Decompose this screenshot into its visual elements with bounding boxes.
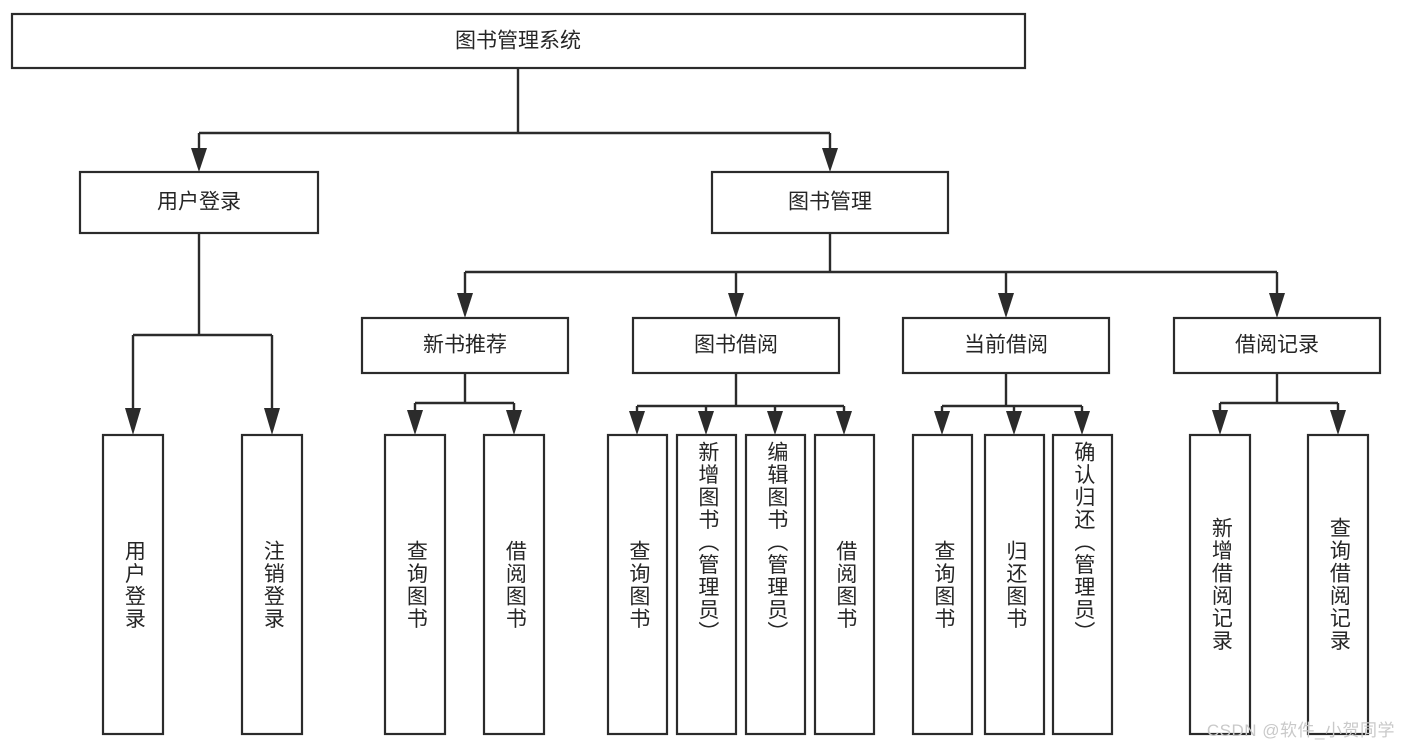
arrow-current-leaf-3 [1074, 411, 1090, 435]
arrow-current-leaf-1 [934, 411, 950, 435]
node-leaf-bb-add-book[interactable] [675, 433, 738, 736]
arrow-records-leaf-2 [1330, 410, 1346, 435]
label-new-book-recommend: 新书推荐 [423, 334, 507, 357]
arrow-root-to-book-mgmt [822, 148, 838, 172]
arrow-borrow-leaf-4 [836, 411, 852, 435]
node-leaf-rc-add-record[interactable] [1188, 433, 1252, 736]
node-leaf-cb-query-book[interactable] [911, 433, 974, 736]
label-book-management: 图书管理 [788, 191, 872, 214]
arrow-newbooks-leaf-1 [407, 410, 423, 435]
node-book-borrow[interactable] [631, 316, 841, 375]
node-leaf-nb-borrow-book[interactable] [482, 433, 546, 736]
arrow-bookmgmt-to-borrow [728, 293, 744, 318]
csdn-watermark: CSDN @软件_小贺同学 [1206, 721, 1395, 740]
node-layer [10, 12, 1382, 736]
horizontal-label-layer: 图书管理系统 用户登录 图书管理 新书推荐 图书借阅 当前借阅 借阅记录 [157, 30, 1319, 357]
label-borrow-records: 借阅记录 [1235, 334, 1319, 357]
arrow-current-leaf-2 [1006, 411, 1022, 435]
node-leaf-bb-borrow-book[interactable] [813, 433, 876, 736]
arrow-userlogin-leaf-2 [264, 408, 280, 435]
node-leaf-nb-query-book[interactable] [383, 433, 447, 736]
node-leaf-rc-query-record[interactable] [1306, 433, 1370, 736]
connector-layer [125, 68, 1346, 435]
arrow-borrow-leaf-1 [629, 411, 645, 435]
arrow-records-leaf-1 [1212, 410, 1228, 435]
arrow-newbooks-leaf-2 [506, 410, 522, 435]
label-current-borrow: 当前借阅 [964, 334, 1048, 357]
label-root: 图书管理系统 [455, 30, 581, 53]
arrow-bookmgmt-to-records [1269, 293, 1285, 318]
node-leaf-bb-query-book[interactable] [606, 433, 669, 736]
arrow-borrow-leaf-3 [767, 411, 783, 435]
arrow-bookmgmt-to-current [998, 293, 1014, 318]
arrow-root-to-user-login [191, 148, 207, 172]
node-book-management[interactable] [710, 170, 950, 235]
arrow-bookmgmt-to-new-books [457, 293, 473, 318]
node-leaf-cb-return-book[interactable] [983, 433, 1046, 736]
node-leaf-cb-confirm-return[interactable] [1051, 433, 1114, 736]
label-user-login: 用户登录 [157, 191, 241, 214]
node-user-login[interactable] [78, 170, 320, 235]
node-leaf-user-login[interactable] [101, 433, 165, 736]
node-leaf-bb-edit-book[interactable] [744, 433, 807, 736]
node-current-borrow[interactable] [901, 316, 1111, 375]
label-book-borrow: 图书借阅 [694, 334, 778, 357]
node-borrow-records[interactable] [1172, 316, 1382, 375]
node-root[interactable] [10, 12, 1027, 70]
arrow-borrow-leaf-2 [698, 411, 714, 435]
node-new-book-recommend[interactable] [360, 316, 570, 375]
arrow-userlogin-leaf-1 [125, 408, 141, 435]
node-leaf-logout[interactable] [240, 433, 304, 736]
